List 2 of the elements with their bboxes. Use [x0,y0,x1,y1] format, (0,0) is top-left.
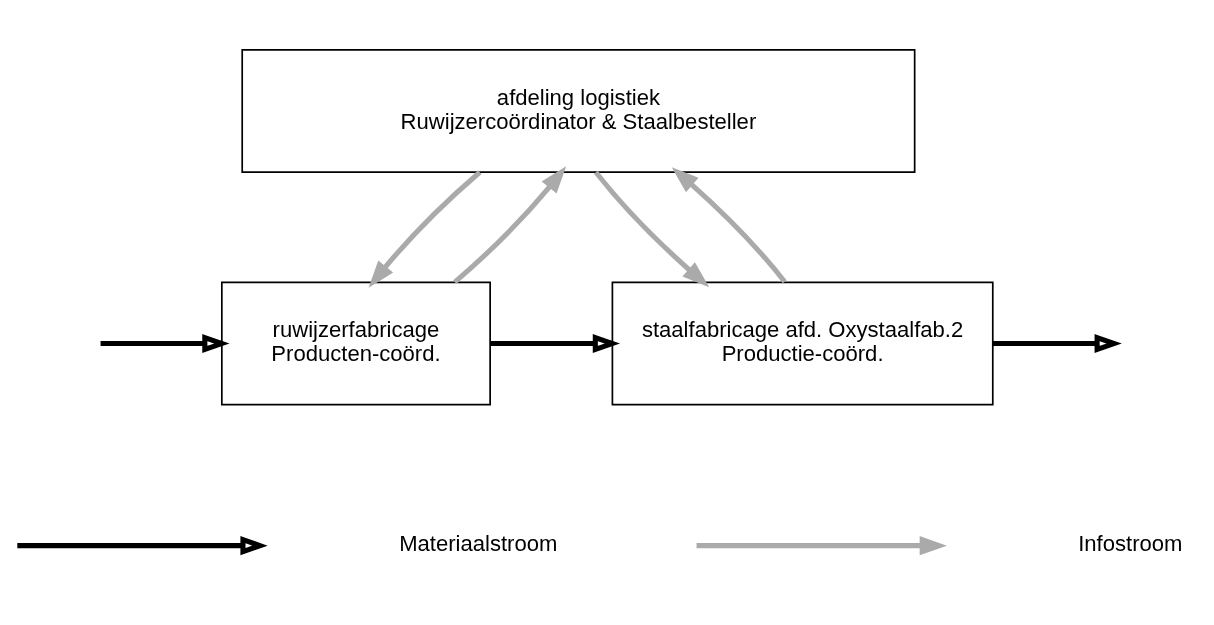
legend-label: Materiaalstroom [399,530,558,556]
legend-label: Infostroom [1078,530,1183,556]
